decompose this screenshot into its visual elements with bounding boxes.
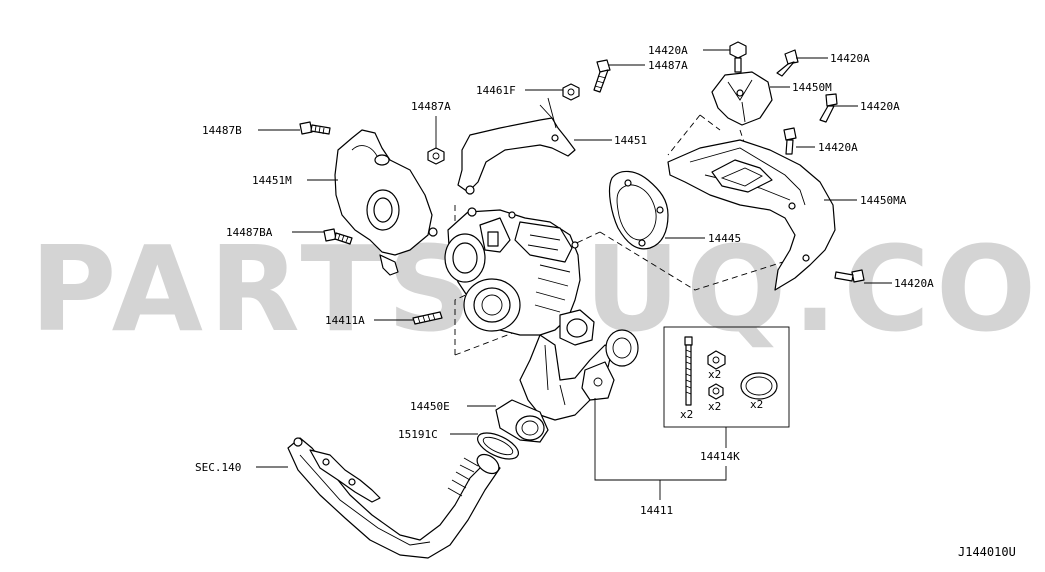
heat-shield-14450ma[interactable] [667, 139, 836, 291]
label-14487a-top[interactable]: 14487A [648, 59, 688, 72]
bolt-14420a-1[interactable] [729, 41, 747, 73]
label-14487a-mid[interactable]: 14487A [411, 100, 451, 113]
label-14445[interactable]: 14445 [708, 232, 741, 245]
kit-14414k-box [663, 326, 790, 428]
label-14420a-5[interactable]: 14420A [894, 277, 934, 290]
label-sec140[interactable]: SEC.140 [195, 461, 241, 474]
label-14451m[interactable]: 14451M [252, 174, 292, 187]
label-14420a-3[interactable]: 14420A [860, 100, 900, 113]
qty-nut: x2 [708, 368, 721, 381]
label-14411a[interactable]: 14411A [325, 314, 365, 327]
label-14420a-2[interactable]: 14420A [830, 52, 870, 65]
nut-14461f[interactable] [562, 83, 580, 101]
bracket-14451[interactable] [457, 97, 576, 195]
intake-pipe-sec140[interactable] [287, 437, 502, 559]
label-14461f[interactable]: 14461F [476, 84, 516, 97]
heat-shield-14450m[interactable] [711, 71, 773, 126]
label-14450e[interactable]: 14450E [410, 400, 450, 413]
bolt-14487ba[interactable] [323, 228, 353, 245]
washer-kit[interactable] [708, 383, 724, 400]
gasket-15191c[interactable] [474, 428, 522, 465]
bolt-14487a-top[interactable] [593, 59, 611, 93]
label-14451[interactable]: 14451 [614, 134, 647, 147]
qty-stud: x2 [680, 408, 693, 421]
label-14450ma[interactable]: 14450MA [860, 194, 907, 207]
label-14487b[interactable]: 14487B [202, 124, 242, 137]
qty-gasket: x2 [750, 398, 763, 411]
bolt-14420a-3[interactable] [819, 93, 838, 123]
nut-kit[interactable] [707, 350, 726, 370]
label-14420a-1[interactable]: 14420A [648, 44, 688, 57]
diagram-code: J144010U [958, 545, 1016, 559]
label-14487ba[interactable]: 14487BA [226, 226, 273, 239]
part-labels: 14420A 14487A 14420A 14461F 14450M 14487… [195, 44, 1016, 559]
gasket-kit[interactable] [740, 372, 778, 400]
gasket-14445[interactable] [608, 170, 669, 250]
turbocharger-14411[interactable] [444, 207, 639, 421]
bolt-14420a-5[interactable] [834, 269, 865, 283]
bolt-14420a-2[interactable] [776, 49, 799, 77]
leader-lines [256, 49, 892, 500]
bolt-14487b[interactable] [299, 121, 331, 135]
label-14450m[interactable]: 14450M [792, 81, 832, 94]
sleeve-14450e[interactable] [495, 399, 549, 443]
heat-shield-14451m[interactable] [334, 129, 438, 276]
stud-14411a[interactable] [412, 311, 443, 325]
qty-washer: x2 [708, 400, 721, 413]
label-14411[interactable]: 14411 [640, 504, 673, 517]
stud-kit[interactable] [684, 336, 693, 406]
label-14420a-4[interactable]: 14420A [818, 141, 858, 154]
label-14414k[interactable]: 14414K [700, 450, 740, 463]
nut-14487a-mid[interactable] [427, 147, 445, 165]
label-15191c[interactable]: 15191C [398, 428, 438, 441]
bolt-14420a-4[interactable] [783, 127, 797, 155]
